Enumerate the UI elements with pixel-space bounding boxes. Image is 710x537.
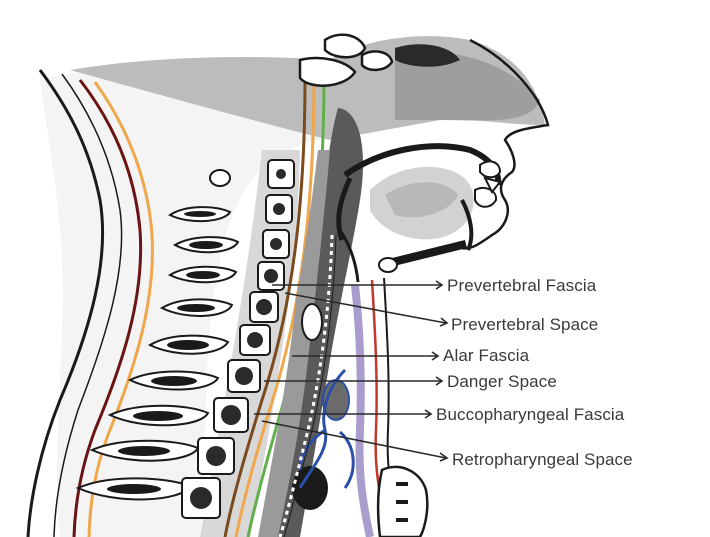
label-prevertebral-fascia: Prevertebral Fascia <box>447 276 597 295</box>
hyoid-bone <box>379 258 397 272</box>
teeth <box>475 161 500 206</box>
retropharyngeal-space-band <box>355 285 370 537</box>
hyoid-bar <box>392 240 467 266</box>
label-retropharyngeal-space: Retropharyngeal Space <box>452 450 633 469</box>
label-alar-fascia: Alar Fascia <box>443 346 530 365</box>
thyroid-gland <box>302 304 322 340</box>
label-prevertebral-space: Prevertebral Space <box>451 315 598 334</box>
label-danger-space: Danger Space <box>447 372 557 391</box>
label-buccopharyngeal-fascia: Buccopharyngeal Fascia <box>436 405 625 424</box>
c1-posterior-arch <box>210 170 230 186</box>
